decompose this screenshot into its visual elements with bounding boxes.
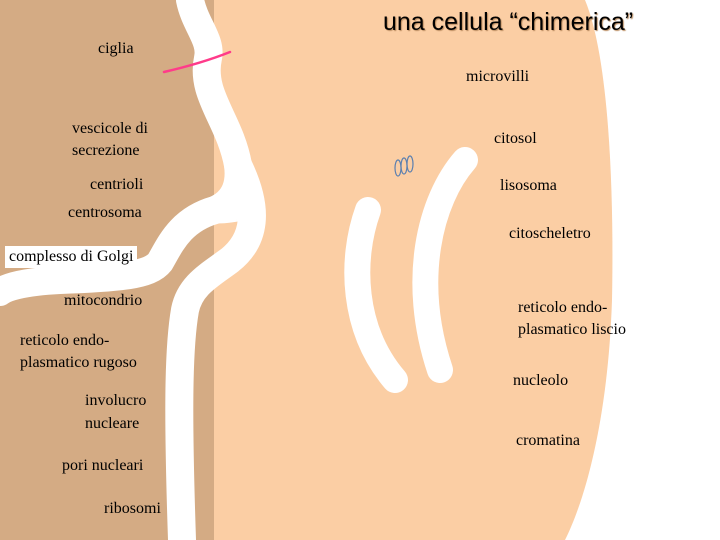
label-ciglia: ciglia (98, 40, 134, 57)
inner-crescent-2 (412, 147, 478, 383)
label-lisosoma: lisosoma (500, 177, 557, 194)
label-rer-1: reticolo endo- (20, 332, 110, 349)
label-vescicole-2: secrezione (72, 142, 140, 159)
label-microvilli: microvilli (466, 68, 530, 85)
diagram-title: una cellula “chimerica” (383, 8, 634, 36)
label-rer-2: plasmatico rugoso (20, 354, 137, 371)
label-vescicole-1: vescicole di (72, 120, 148, 137)
cilium-highlight (162, 50, 232, 74)
label-golgi: complesso di Golgi (5, 246, 138, 268)
label-centrioli: centrioli (90, 176, 144, 193)
label-ribosomi: ribosomi (104, 500, 161, 517)
label-centrosoma: centrosoma (68, 204, 142, 221)
label-rel-2: plasmatico liscio (518, 321, 626, 338)
label-citoscheletro: citoscheletro (509, 225, 591, 242)
label-involucro-2: nucleare (85, 415, 140, 432)
label-involucro-1: involucro (85, 392, 147, 409)
label-nucleolo: nucleolo (513, 372, 569, 389)
lower-membrane-channel (165, 151, 266, 540)
label-cromatina: cromatina (516, 432, 580, 449)
label-mitocondrio: mitocondrio (64, 292, 143, 309)
label-citosol: citosol (494, 130, 537, 147)
golgi-branch-channel (202, 195, 258, 224)
vesicle-icon (394, 155, 414, 177)
inner-crescent-1 (344, 197, 408, 393)
label-pori-nucleari: pori nucleari (62, 457, 144, 474)
label-rel-1: reticolo endo- (518, 299, 608, 316)
